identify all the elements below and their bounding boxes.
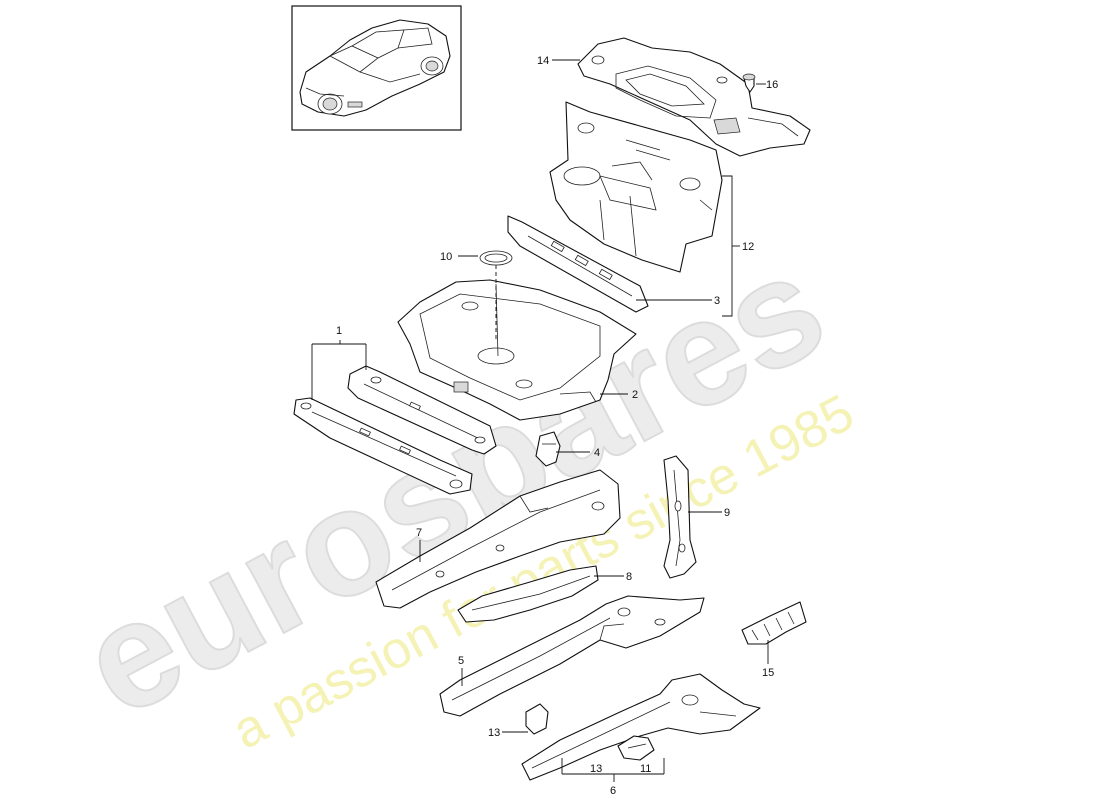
part-11-bracket — [617, 735, 655, 761]
callout-9: 9 — [724, 507, 730, 519]
callout-4: 4 — [594, 447, 600, 459]
callout-11: 11 — [640, 763, 651, 775]
part-8-reinforcement — [457, 565, 599, 623]
part-6-outer-sill — [521, 673, 761, 781]
part-7-longitudinal-member — [375, 469, 621, 609]
callout-10: 10 — [440, 251, 452, 263]
part-3-cross-member — [507, 215, 649, 313]
part-1-inner-sill-right — [347, 365, 497, 455]
part-16-clip — [742, 73, 756, 93]
callout-15: 15 — [762, 667, 774, 679]
callout-13-bracket: 13 — [488, 727, 500, 739]
part-2-floor-pan — [397, 279, 637, 421]
callout-7: 7 — [416, 527, 422, 539]
callout-3: 3 — [714, 295, 720, 307]
callout-labels: 14 16 12 10 3 1 2 4 9 7 8 5 15 13 13 11 … — [336, 55, 778, 797]
callout-6: 6 — [610, 785, 616, 797]
callout-16: 16 — [766, 79, 778, 91]
part-13-bracket-left — [525, 703, 549, 735]
part-5-side-member — [439, 595, 705, 717]
part-9-b-pillar — [663, 455, 697, 579]
car-thumbnail — [291, 5, 462, 131]
callout-13-group: 13 — [590, 763, 602, 775]
callout-5: 5 — [458, 655, 464, 667]
callout-1: 1 — [336, 325, 342, 337]
part-14-upper-firewall-panel — [577, 37, 811, 157]
callout-2: 2 — [632, 389, 638, 401]
callout-12: 12 — [742, 241, 754, 253]
part-1-inner-sill-left — [293, 397, 473, 495]
part-15-gusset — [741, 601, 807, 645]
part-10-grommet — [479, 250, 513, 266]
leader-lines — [311, 59, 769, 782]
callout-8: 8 — [626, 571, 632, 583]
part-12-rear-bulkhead — [549, 101, 723, 273]
callout-14: 14 — [537, 55, 549, 67]
part-4-bracket — [535, 431, 561, 467]
